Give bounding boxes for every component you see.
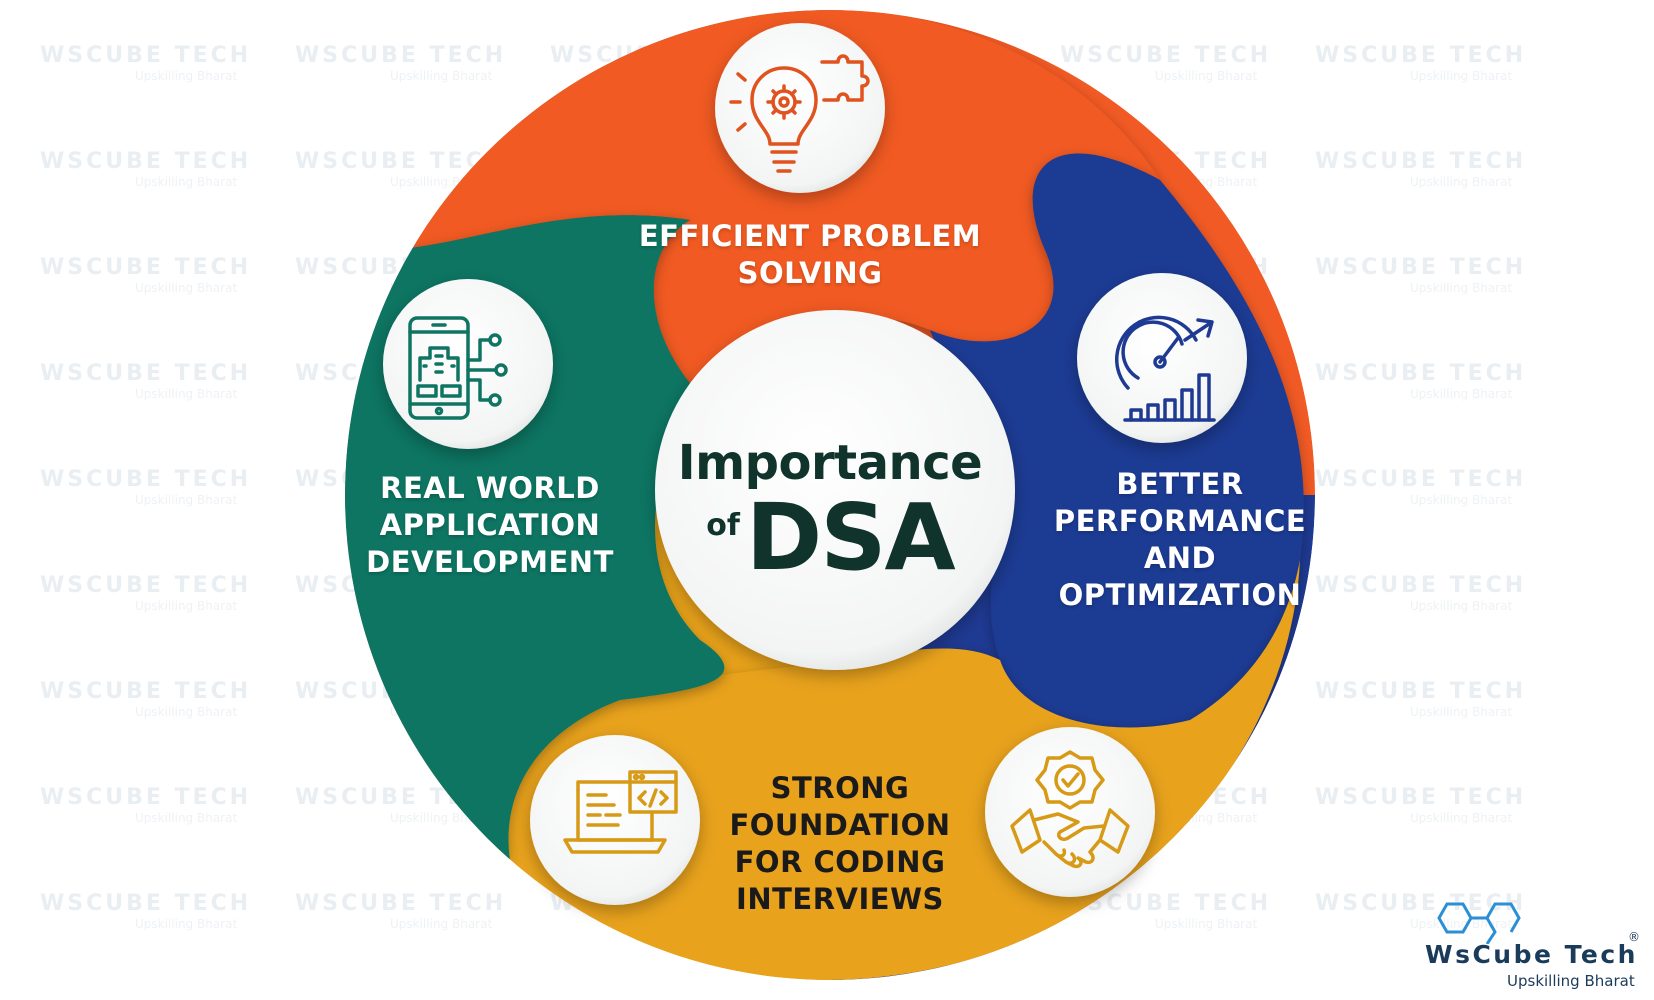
- badge-real-world-application: [383, 279, 553, 449]
- badge-laptop-code: [530, 735, 700, 905]
- segment-efficient-problem-solving: [380, 10, 1160, 395]
- badge-strong-foundation: [985, 727, 1155, 897]
- label-efficient-problem-solving: EFFICIENT PROBLEM SOLVING: [638, 219, 982, 290]
- lightbulb-gear-puzzle-icon: [729, 54, 870, 173]
- label-better-performance: BETTER PERFORMANCE AND OPTIMIZATION: [1053, 467, 1307, 612]
- title-dsa: DSA: [745, 484, 956, 591]
- title-importance: Importance: [677, 435, 983, 491]
- title-of: of: [706, 508, 740, 543]
- badge-better-performance: [1077, 273, 1247, 443]
- badge-efficient-problem-solving: [715, 23, 885, 193]
- brand-name: WsCube Tech: [1425, 940, 1638, 969]
- handshake-badge-icon: [1010, 750, 1130, 869]
- center-title: Importance ofDSA: [640, 435, 1020, 584]
- mobile-app-building-icon: [408, 316, 508, 420]
- label-real-world-application: REAL WORLD APPLICATION DEVELOPMENT: [366, 471, 614, 579]
- speedometer-growth-chart-icon: [1114, 315, 1216, 422]
- brand-logo: WsCube Tech ® Upskilling Bharat: [1425, 900, 1640, 995]
- center-hub: [655, 310, 1015, 670]
- brand-name-part2: Tech: [1564, 940, 1638, 969]
- laptop-code-icon: [563, 770, 678, 854]
- brand-registered-mark: ®: [1628, 930, 1640, 944]
- hexagon-logo-icon: [1437, 902, 1521, 944]
- brand-tagline: Upskilling Bharat: [1507, 972, 1635, 990]
- brand-name-part1: WsCube: [1425, 940, 1554, 969]
- label-strong-foundation: STRONG FOUNDATION FOR CODING INTERVIEWS: [729, 771, 951, 916]
